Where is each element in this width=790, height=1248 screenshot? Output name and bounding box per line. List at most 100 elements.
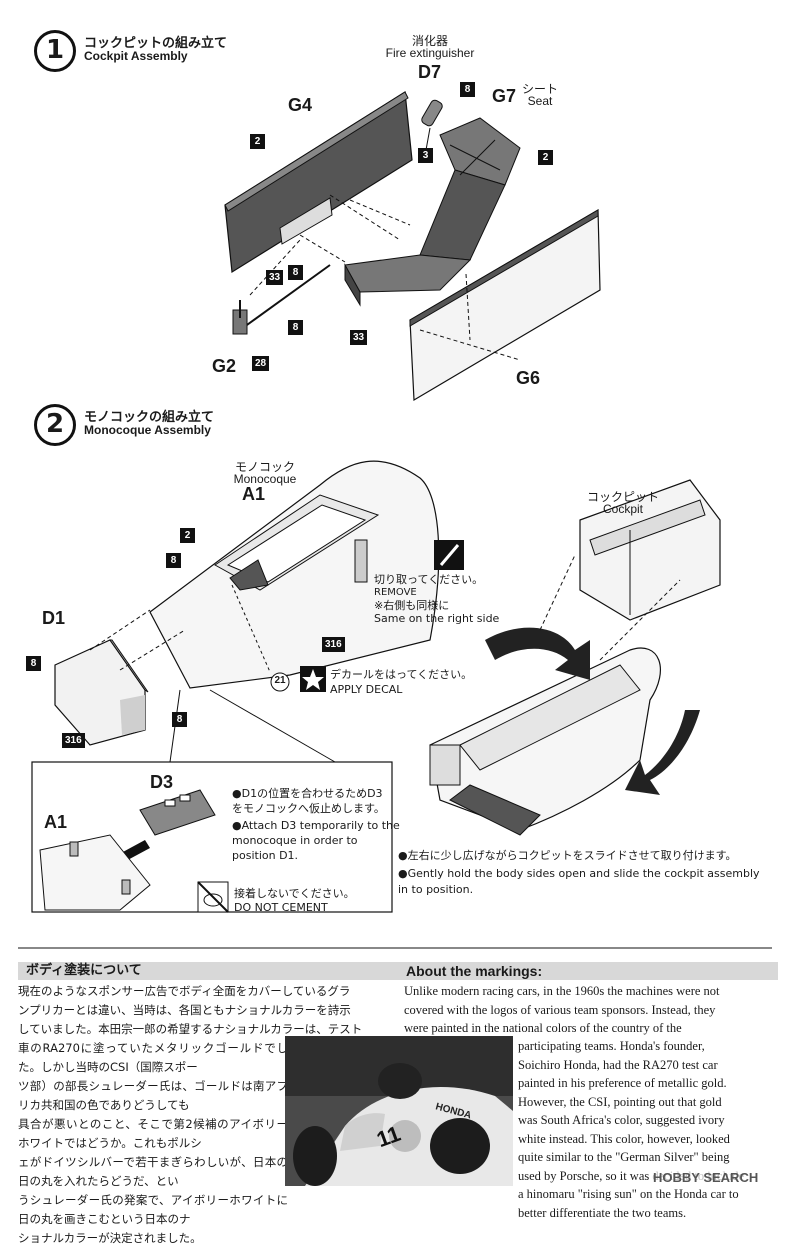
decal-number-circle: [270, 672, 290, 692]
assembly-guide-line: [249, 239, 301, 296]
color-code-badge: 2: [538, 150, 553, 165]
body-jp-line: 現在のようなスポンサー広告でボディ全面をカバーしているグラ: [18, 984, 351, 998]
insert-guide-line: [539, 554, 576, 631]
detail-callout-line: [209, 689, 336, 763]
markings-body-en-side: participating teams. Honda's founder, So…: [518, 1037, 770, 1222]
body-jp-line: していました。本田宗一郎の希望するナショナルカラーは、テスト: [18, 1022, 363, 1036]
step2-title-jp: モノコックの組み立て: [84, 410, 215, 425]
extinguisher-label-en: Fire extinguisher: [385, 46, 475, 60]
body-jp-line: 車のRA270に塗っていたメタリックゴールドでした。しかし当時のCSI（国際スポ…: [18, 1041, 288, 1074]
monocoque-rear-part: [429, 647, 661, 836]
seat-label-en: Seat: [527, 94, 553, 108]
markings-title-jp: ボディ塗装について: [18, 962, 398, 980]
insert-guide-line: [599, 579, 681, 661]
g2-lever-part: [232, 264, 331, 335]
step1-title-jp: コックピットの組み立て: [84, 36, 228, 51]
assembly-guide-line: [299, 234, 346, 263]
part-a1-detail: A1: [44, 812, 68, 832]
markings-body-en-top: Unlike modern racing cars, in the 1960s …: [404, 982, 770, 1038]
body-en-line: a hinomaru "rising sun" on the Honda car…: [518, 1187, 739, 1201]
g4-side-panel: [224, 90, 413, 274]
body-jp-line: 具合が悪いとのこと、そこで第2候補のアイボリーホワイトではどうか。これもポルシ: [18, 1117, 288, 1150]
body-jp-line: ンプリカーとは違い、当時は、各国ともナショナルカラーを詩示: [18, 1003, 351, 1017]
monocoque-label-en: Monocoque: [233, 472, 297, 486]
seat-part: [344, 117, 521, 307]
part-g6: G6: [516, 368, 541, 388]
no-cement-note-en: DO NOT CEMENT: [234, 901, 328, 914]
cockpit-label-en: Cockpit: [602, 502, 643, 516]
decal-note-en: APPLY DECAL: [330, 683, 403, 696]
color-code-badge: 8: [288, 265, 303, 280]
slide-note-en-2: in to position.: [398, 883, 474, 896]
step2-number: 2: [34, 404, 76, 446]
cockpit-assembly-part: [579, 479, 721, 621]
remove-note-en: REMOVE: [374, 587, 417, 598]
color-code-badge: 8: [172, 712, 187, 727]
race-car-photo: 11 HONDA: [285, 1036, 513, 1186]
markings-title-en: About the markings:: [398, 962, 778, 980]
part-a1: A1: [242, 484, 266, 504]
body-en-line: quite similar to the "German Silver" bei…: [518, 1150, 730, 1164]
fire-extinguisher-part: [421, 99, 443, 151]
color-code-badge: 316: [322, 637, 345, 652]
assembly-guide-line: [349, 199, 411, 226]
watermark-logo: HOBBY SEARCH: [650, 1170, 762, 1185]
body-en-line: participating teams. Honda's founder,: [518, 1039, 705, 1053]
color-code-badge: 3: [418, 148, 433, 163]
attach-note-en-2: monocoque in order to: [232, 834, 358, 847]
attach-note-jp-1: ●D1の位置を合わせるためD3: [232, 787, 383, 800]
body-en-line: white instead. This color, however, look…: [518, 1131, 730, 1146]
spread-arrow-left: [485, 627, 590, 680]
attach-note-en-3: position D1.: [232, 849, 299, 862]
same-side-note-jp: ※右側も同様に: [374, 599, 450, 612]
part-d7: D7: [418, 62, 442, 82]
body-en-line: However, the CSI, pointing out that gold: [518, 1094, 722, 1109]
step1-title-en: Cockpit Assembly: [84, 49, 188, 63]
decal-note-jp: デカールをはってください。: [330, 668, 473, 681]
body-en-line: Unlike modern racing cars, in the 1960s …: [404, 984, 720, 998]
same-side-note-en: Same on the right side: [374, 612, 500, 625]
body-en-line: painted in his preference of metallic go…: [518, 1076, 727, 1090]
g6-side-panel: [409, 208, 601, 402]
part-g4: G4: [288, 95, 313, 115]
body-en-line: better differentiate the two teams.: [518, 1205, 687, 1220]
body-en-line: was South Africa's color, suggested ivor…: [518, 1113, 725, 1127]
seat-label-jp: シート: [521, 82, 558, 96]
decal-number: 21: [274, 675, 286, 686]
extinguisher-label-jp: 消化器: [411, 34, 448, 48]
color-code-badge: 28: [252, 356, 270, 371]
body-jp-line: ショナルカラーが決定されました。: [18, 1231, 202, 1245]
color-code-badge: 316: [62, 733, 85, 748]
color-code-badge: 2: [180, 528, 195, 543]
slide-note-jp: ●左右に少し広げながらコクピットをスライドさせて取り付けます。: [398, 849, 737, 862]
color-code-badge: 8: [26, 656, 41, 671]
body-en-line: covered with the logos of various team s…: [404, 1002, 716, 1017]
body-jp-line: ェがドイツシルバーで若干まぎらわしいが、日本の日の丸を入れたらどうだ、とい: [18, 1155, 288, 1188]
body-jp-line: ツ部）の部長シュレーダー氏は、ゴールドは南アフリカ共和国の色でありどうしても: [18, 1079, 288, 1112]
part-d3: D3: [150, 772, 174, 792]
d1-box-part: [54, 609, 186, 746]
color-code-badge: 2: [250, 134, 265, 149]
spread-arrow-right: [625, 710, 700, 795]
monocoque-a1-part: [149, 460, 440, 689]
no-cement-note-jp: 接着しないでください。: [234, 887, 355, 900]
step1-number: 1: [34, 30, 76, 72]
assembly-illustrations: [18, 90, 772, 949]
slide-note-en-1: ●Gently hold the body sides open and sli…: [398, 867, 760, 880]
body-jp-line: うシュレーダー氏の発案で、アイボリーホワイトに日の丸を画きこむという日本のナ: [18, 1193, 288, 1226]
color-code-badge: 33: [350, 330, 368, 345]
body-en-line: were painted in the national colors of t…: [404, 1021, 682, 1035]
color-code-badge: 8: [460, 82, 475, 97]
cockpit-label-jp: コックピット: [586, 490, 659, 504]
remove-note-jp: 切り取ってください。: [374, 573, 484, 586]
body-en-line: Soichiro Honda, had the RA270 test car: [518, 1057, 718, 1072]
a1-detail-part: [39, 834, 151, 911]
step2-title-en: Monocoque Assembly: [84, 423, 211, 437]
color-code-badge: 8: [288, 320, 303, 335]
no-cement-symbol: [197, 881, 229, 913]
part-g7: G7: [492, 86, 517, 106]
part-g2: G2: [212, 356, 237, 376]
color-code-badge: 33: [266, 270, 284, 285]
attach-note-en-1: ●Attach D3 temporarily to the: [232, 819, 400, 832]
attach-note-jp-2: をモノコックへ仮止めします。: [232, 802, 385, 815]
